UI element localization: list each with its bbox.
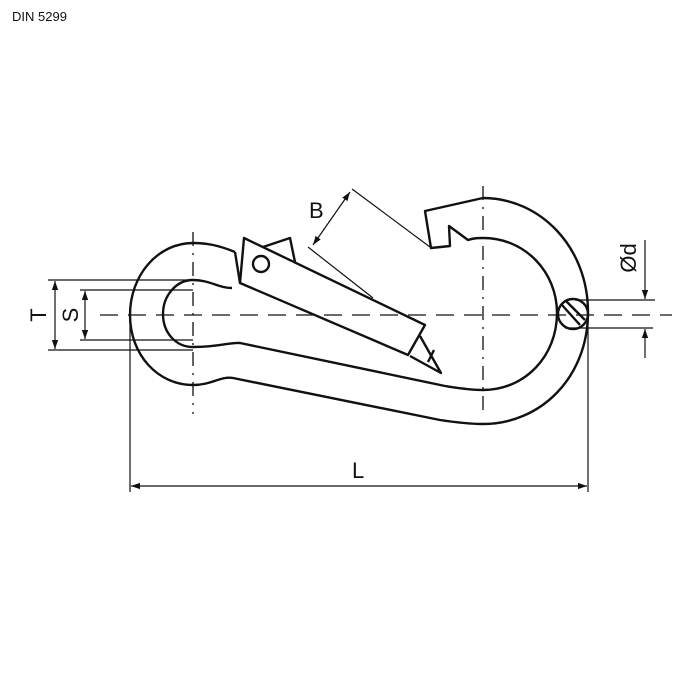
- hook-body: [128, 196, 590, 426]
- standard-title: DIN 5299: [12, 9, 67, 24]
- dimension-label-d: Ød: [616, 243, 641, 272]
- b-dimension-line: [312, 191, 351, 246]
- dimension-label-s: S: [58, 308, 83, 323]
- dimension-label-b: B: [309, 198, 324, 223]
- dimension-label-l: L: [352, 458, 364, 483]
- latch-gate: [238, 236, 427, 357]
- latch-tip: [409, 335, 443, 375]
- b-extension-2: [307, 246, 374, 299]
- pin-slot: [561, 300, 586, 326]
- latch-block: [262, 236, 297, 263]
- b-extension-1: [351, 188, 431, 248]
- pin: [556, 297, 590, 331]
- latch-hinge: [233, 251, 242, 284]
- dimension-label-t: T: [26, 308, 51, 321]
- pivot-rivet: [251, 254, 271, 274]
